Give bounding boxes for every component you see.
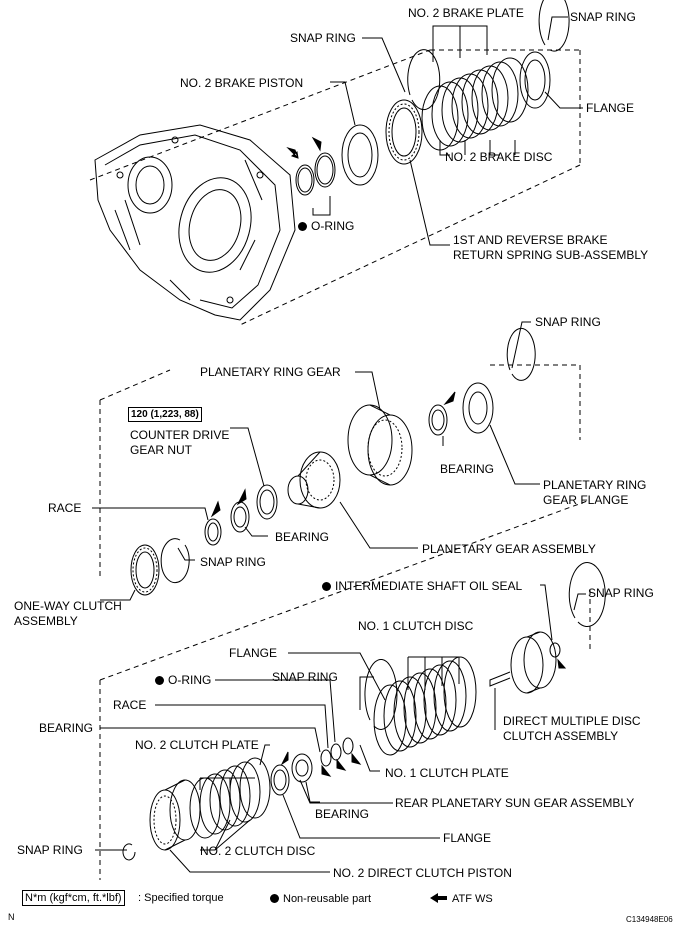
filled-circle-icon [270,894,279,903]
label-one-way-clutch-1: ONE-WAY CLUTCH [14,599,122,613]
label-snap-ring-low-right: SNAP RING [588,586,654,600]
label-snap-ring-top: SNAP RING [290,31,356,45]
torque-value-box: 120 (1,223, 88) [128,407,202,422]
corner-code-right: C134948E06 [626,915,673,924]
label-planetary-ring-gear: PLANETARY RING GEAR [200,365,341,379]
snap-ring-low-right [568,562,606,628]
label-snap-ring-low: SNAP RING [272,670,338,684]
label-planetary-gear-assembly: PLANETARY GEAR ASSEMBLY [422,542,596,556]
label-bearing-mid: BEARING [440,462,495,476]
label-snap-ring-mid-right: SNAP RING [535,315,601,329]
planetary-ring-gear-flange [462,382,494,434]
legend-arrow [430,893,447,903]
label-no2-brake-plate: NO. 2 BRAKE PLATE [408,6,524,20]
legend-atf: ATF WS [452,893,493,905]
counter-drive-gear-nut [256,484,278,520]
no1-clutch-stack [364,656,477,756]
flange-bottom [270,764,290,796]
label-intermediate-shaft-seal: INTERMEDIATE SHAFT OIL SEAL [322,579,522,593]
dashed-boundary-bottom [99,499,591,880]
label-planetary-flange-1: PLANETARY RING [543,478,647,492]
label-direct-multiple-1: DIRECT MULTIPLE DISC [503,714,641,728]
bearing-mid [428,404,448,436]
race-mid [204,518,222,546]
leaders-top [312,16,583,246]
non-reusable-dot-icon [155,676,164,685]
non-reusable-dot-icon [322,582,331,591]
label-flange-top: FLANGE [586,101,635,115]
no2-clutch-stack [189,757,271,839]
label-bearing-low: BEARING [315,807,370,821]
label-flange-bottom: FLANGE [443,831,492,845]
label-one-way-clutch-2: ASSEMBLY [14,614,78,628]
label-o-ring-low: O-RING [155,673,211,687]
snap-ring-mid-right [506,327,536,381]
non-reusable-dot-icon [298,222,307,231]
label-race-mid: RACE [48,501,82,515]
bearing-mid-left [230,501,250,533]
atf-arrows-middle [210,391,456,518]
label-no2-direct-clutch-piston: NO. 2 DIRECT CLUTCH PISTON [333,866,512,880]
direct-multiple-disc-clutch [489,631,557,694]
planetary-gear-assembly [287,451,341,509]
label-direct-multiple-2: CLUTCH ASSEMBLY [503,729,619,743]
leaders-middle [92,321,540,601]
planetary-ring-gear [347,404,413,486]
label-counter-drive-2: GEAR NUT [130,443,193,457]
snap-ring-mid-left [160,538,190,584]
no2-brake-piston [341,124,379,186]
label-race-low: RACE [113,698,147,712]
label-bearing-mid-left: BEARING [275,530,330,544]
leaders-lower [95,584,586,873]
legend-torque-text: : Specified torque [138,892,224,904]
dashed-boundary-middle [99,364,581,580]
label-o-ring-top: O-RING [298,219,354,233]
snap-ring-bottom-left [122,843,136,861]
label-no2-clutch-plate: NO. 2 CLUTCH PLATE [135,738,259,752]
corner-code-left: N [8,912,15,922]
o-rings-top [295,152,336,196]
label-no2-clutch-disc: NO. 2 CLUTCH DISC [200,844,316,858]
label-flange-low: FLANGE [229,646,278,660]
label-return-spring-1: 1ST AND REVERSE BRAKE [453,233,608,247]
transaxle-case [94,124,296,321]
label-snap-ring-bottom-left: SNAP RING [17,843,83,857]
brake-plate-stack [421,57,529,151]
snap-ring-top-right [538,0,570,52]
label-no1-clutch-disc: NO. 1 CLUTCH DISC [358,619,474,633]
one-way-clutch [130,544,160,596]
legend-torque-units: N*m (kgf*cm, ft.*lbf) [22,890,125,906]
label-no1-clutch-plate: NO. 1 CLUTCH PLATE [385,766,509,780]
label-snap-ring-top-right: SNAP RING [570,10,636,24]
label-planetary-flange-2: GEAR FLANGE [543,493,629,507]
atf-arrows-top [286,136,322,159]
legend-non-reusable: Non-reusable part [270,892,371,906]
label-rear-planetary-sun-gear: REAR PLANETARY SUN GEAR ASSEMBLY [395,796,635,810]
small-rings-low [320,737,354,767]
snap-ring-top [407,49,441,111]
return-spring-assembly [385,99,423,165]
label-bearing-low-left: BEARING [39,721,94,735]
label-no2-brake-piston: NO. 2 BRAKE PISTON [180,76,304,90]
label-return-spring-2: RETURN SPRING SUB-ASSEMBLY [453,248,649,262]
label-counter-drive-1: COUNTER DRIVE [130,428,230,442]
flange-top [519,51,551,109]
label-no2-brake-disc: NO. 2 BRAKE DISC [445,150,553,164]
label-snap-ring-mid-left: SNAP RING [200,555,266,569]
intermediate-shaft-oil-seal [549,642,561,658]
rear-planetary-sun-gear [291,753,313,783]
atf-arrows-lower [280,658,567,777]
